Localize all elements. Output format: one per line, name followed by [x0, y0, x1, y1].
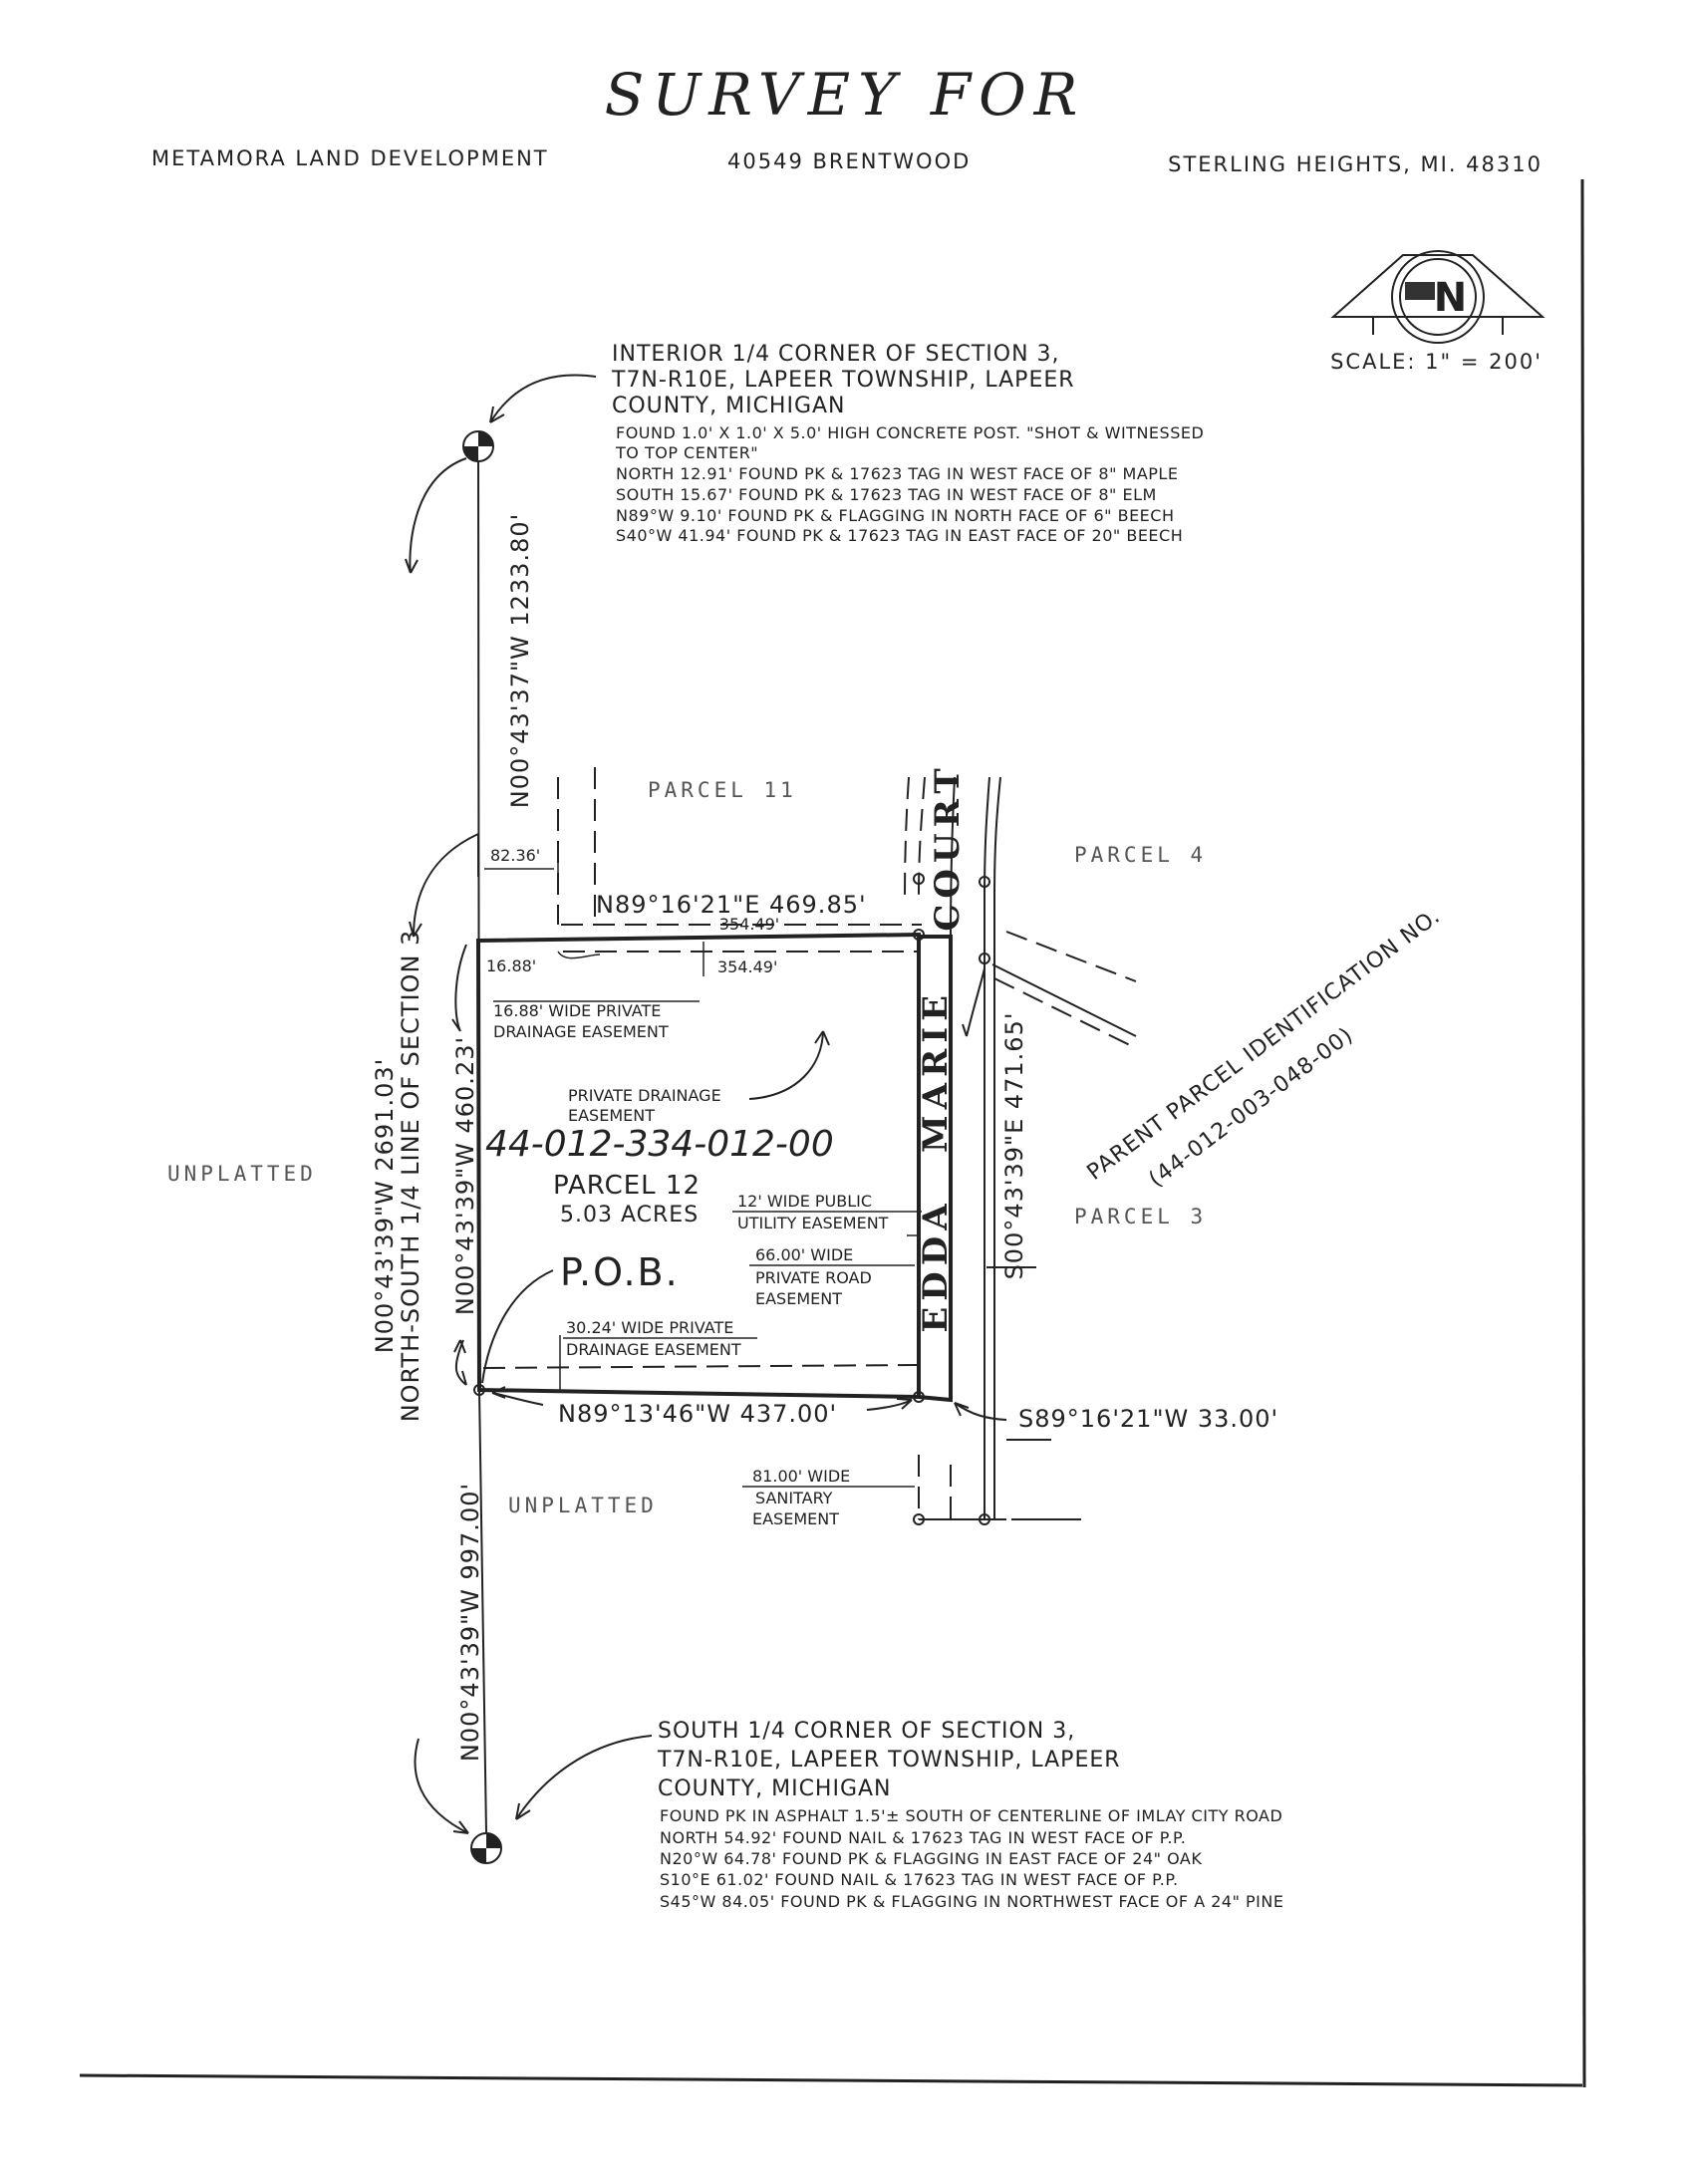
south-line-bearing: N00°43'39"W 997.00'	[456, 1483, 484, 1762]
client-name: METAMORA LAND DEVELOPMENT	[151, 146, 549, 170]
south-corner-heading-2: T7N-R10E, LAPEER TOWNSHIP, LAPEER	[657, 1748, 1121, 1773]
south-corner-detail-5: S45°W 84.05' FOUND PK & FLAGGING IN NORT…	[660, 1892, 1283, 1911]
road-name-edda: EDDA	[916, 1198, 956, 1332]
sanitary-line-2: SANITARY	[755, 1489, 833, 1507]
unplatted-south-label: UNPLATTED	[508, 1494, 658, 1517]
road-easement-line-1: 66.00' WIDE	[755, 1245, 853, 1264]
utility-line-2: UTILITY EASEMENT	[737, 1214, 889, 1232]
south-corner-detail-1: FOUND PK IN ASPHALT 1.5'± SOUTH OF CENTE…	[660, 1806, 1282, 1825]
parcel-12-name: PARCEL 12	[553, 1171, 701, 1201]
parcel-4-label: PARCEL 4	[1074, 843, 1207, 867]
parent-parcel-line-1: PARENT PARCEL IDENTIFICATION NO.	[1083, 904, 1446, 1186]
north-corner-heading-1: INTERIOR 1/4 CORNER OF SECTION 3,	[612, 342, 1060, 367]
easement-top-distance: 354.49'	[719, 915, 779, 934]
client-city: STERLING HEIGHTS, MI. 48310	[1168, 152, 1543, 176]
road-easement-line-3: EASEMENT	[755, 1289, 842, 1308]
north-corner-detail-3: NORTH 12.91' FOUND PK & 17623 TAG IN WES…	[616, 464, 1178, 483]
south-corner-heading-1: SOUTH 1/4 CORNER OF SECTION 3,	[658, 1719, 1075, 1744]
south-corner-detail-2: NORTH 54.92' FOUND NAIL & 17623 TAG IN W…	[660, 1828, 1186, 1847]
parcel-12-area: 5.03 ACRES	[560, 1203, 699, 1228]
north-corner-note: INTERIOR 1/4 CORNER OF SECTION 3, T7N-R1…	[611, 342, 1204, 545]
east-line-bearing: S00°43'39"E 471.65'	[1000, 1012, 1028, 1280]
parcel-12-id: 44-012-334-012-00	[485, 1124, 834, 1165]
corner-offset-distance: 16.88'	[486, 956, 536, 975]
unplatted-west-label: UNPLATTED	[167, 1162, 317, 1186]
section-bearing: N00°43'39"W 2691.03'	[371, 1058, 399, 1353]
road-name-court: COURT	[928, 762, 968, 931]
drainage-south-line-2: DRAINAGE EASEMENT	[566, 1340, 741, 1359]
drainage-north-line-1: 16.88' WIDE PRIVATE	[493, 1001, 661, 1020]
south-boundary-bearing: N89°13'46"W 437.00'	[558, 1400, 837, 1428]
survey-title: SURVEY FOR	[605, 61, 1086, 129]
pob-label: P.O.B.	[560, 1250, 680, 1294]
road-tie-bearing: S89°16'21"W 33.00'	[1018, 1405, 1278, 1433]
utility-line-1: 12' WIDE PUBLIC	[737, 1192, 872, 1211]
section-line-label: NORTH-SOUTH 1/4 LINE OF SECTION 3	[397, 930, 424, 1423]
north-corner-heading-3: COUNTY, MICHIGAN	[612, 394, 846, 418]
north-arrow-letter: N	[1434, 275, 1468, 321]
south-corner-monument-icon	[470, 1832, 502, 1864]
north-corner-detail-5: N89°W 9.10' FOUND PK & FLAGGING IN NORTH…	[616, 506, 1174, 525]
north-corner-detail-1: FOUND 1.0' X 1.0' X 5.0' HIGH CONCRETE P…	[616, 423, 1204, 442]
road-name-marie: MARIE	[916, 989, 956, 1153]
north-corner-monument-icon	[462, 430, 494, 462]
north-arrow-icon: N	[1330, 250, 1546, 344]
easement-lower-distance: 354.49'	[717, 957, 777, 976]
south-corner-detail-4: S10°E 61.02' FOUND NAIL & 17623 TAG IN W…	[660, 1870, 1179, 1889]
north-corner-heading-2: T7N-R10E, LAPEER TOWNSHIP, LAPEER	[611, 368, 1075, 393]
north-corner-detail-6: S40°W 41.94' FOUND PK & 17623 TAG IN EAS…	[616, 526, 1183, 545]
private-drainage-line-2: EASEMENT	[568, 1106, 655, 1125]
scale-label: SCALE: 1" = 200'	[1330, 350, 1543, 374]
drainage-south-line-1: 30.24' WIDE PRIVATE	[566, 1318, 733, 1337]
north-boundary-bearing: N89°16'21"E 469.85'	[596, 891, 867, 919]
pob-point-icon	[473, 1384, 485, 1396]
north-corner-detail-4: SOUTH 15.67' FOUND PK & 17623 TAG IN WES…	[616, 485, 1157, 504]
offset-distance: 82.36'	[490, 846, 540, 865]
parcel-11-label: PARCEL 11	[648, 778, 797, 802]
sanitary-line-3: EASEMENT	[752, 1509, 839, 1528]
parcel-3-label: PARCEL 3	[1074, 1205, 1207, 1228]
north-line-bearing: N00°43'37"W 1233.80'	[506, 513, 534, 808]
sanitary-line-1: 81.00' WIDE	[752, 1467, 850, 1486]
road-easement-line-2: PRIVATE ROAD	[755, 1268, 872, 1287]
west-line-bearing: N00°43'39"W 460.23'	[451, 1036, 479, 1315]
south-corner-detail-3: N20°W 64.78' FOUND PK & FLAGGING IN EAST…	[660, 1849, 1202, 1868]
drainage-north-line-2: DRAINAGE EASEMENT	[493, 1022, 669, 1041]
private-drainage-line-1: PRIVATE DRAINAGE	[568, 1086, 721, 1105]
south-corner-heading-3: COUNTY, MICHIGAN	[658, 1776, 892, 1801]
north-corner-detail-2: TO TOP CENTER"	[615, 443, 758, 462]
south-corner-note: SOUTH 1/4 CORNER OF SECTION 3, T7N-R10E,…	[657, 1719, 1283, 1911]
client-street: 40549 BRENTWOOD	[727, 149, 971, 173]
